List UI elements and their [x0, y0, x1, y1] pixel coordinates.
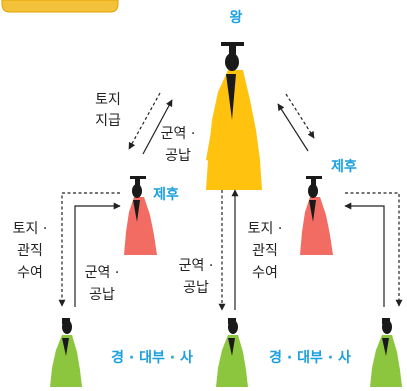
noble-figure-2	[216, 318, 248, 387]
label-service-tribute-mid: 군역 · 공납	[179, 258, 214, 296]
label-service-tribute-left: 군역 · 공납	[85, 265, 120, 303]
lord-left-label: 제후	[153, 187, 179, 203]
noble-figure-1	[50, 318, 82, 387]
lord-left-figure	[124, 176, 157, 255]
lord-right-figure	[300, 176, 333, 255]
svg-text:수여: 수여	[17, 265, 43, 281]
svg-text:공납: 공납	[183, 280, 209, 296]
noble-left-label: 경 · 대부 · 사	[111, 349, 193, 366]
svg-text:지급: 지급	[95, 113, 121, 129]
svg-text:공납: 공납	[165, 148, 191, 164]
label-land-office-left: 토지 · 관직 수여	[13, 221, 48, 281]
arrow-king-to-lord-right	[285, 93, 315, 139]
svg-text:군역 ·: 군역 ·	[161, 126, 196, 142]
arrow-noble-to-lord-left	[74, 202, 121, 307]
svg-text:군역 ·: 군역 ·	[85, 265, 120, 281]
king-figure	[206, 42, 262, 190]
svg-text:공납: 공납	[89, 287, 115, 303]
svg-text:관직: 관직	[252, 243, 278, 259]
lord-right-label: 제후	[331, 159, 357, 175]
header-tab	[1, 0, 119, 13]
king-label: 왕	[230, 10, 243, 26]
svg-text:토지: 토지	[95, 92, 121, 108]
svg-text:군역 ·: 군역 ·	[179, 258, 214, 274]
noble-right-label: 경 · 대부 · 사	[269, 349, 351, 366]
arrow-lord-right-to-noble-right	[345, 192, 403, 307]
svg-text:토지 ·: 토지 ·	[13, 221, 48, 237]
arrow-lord-left-to-noble	[58, 192, 120, 307]
arrow-lord-left-to-king	[142, 99, 173, 155]
svg-text:관직: 관직	[17, 243, 43, 259]
arrow-king-to-lord-left	[128, 92, 161, 150]
svg-text:수여: 수여	[252, 265, 278, 281]
label-service-tribute-top: 군역 · 공납	[161, 126, 196, 164]
label-land-office-right: 토지 · 관직 수여	[248, 221, 283, 281]
arrow-lord-right-to-king	[277, 103, 309, 152]
svg-text:토지 ·: 토지 ·	[248, 221, 283, 237]
label-land-grant: 토지 지급	[95, 92, 121, 129]
noble-figure-3	[370, 318, 402, 387]
arrow-noble-right-to-lord-right	[344, 202, 385, 307]
